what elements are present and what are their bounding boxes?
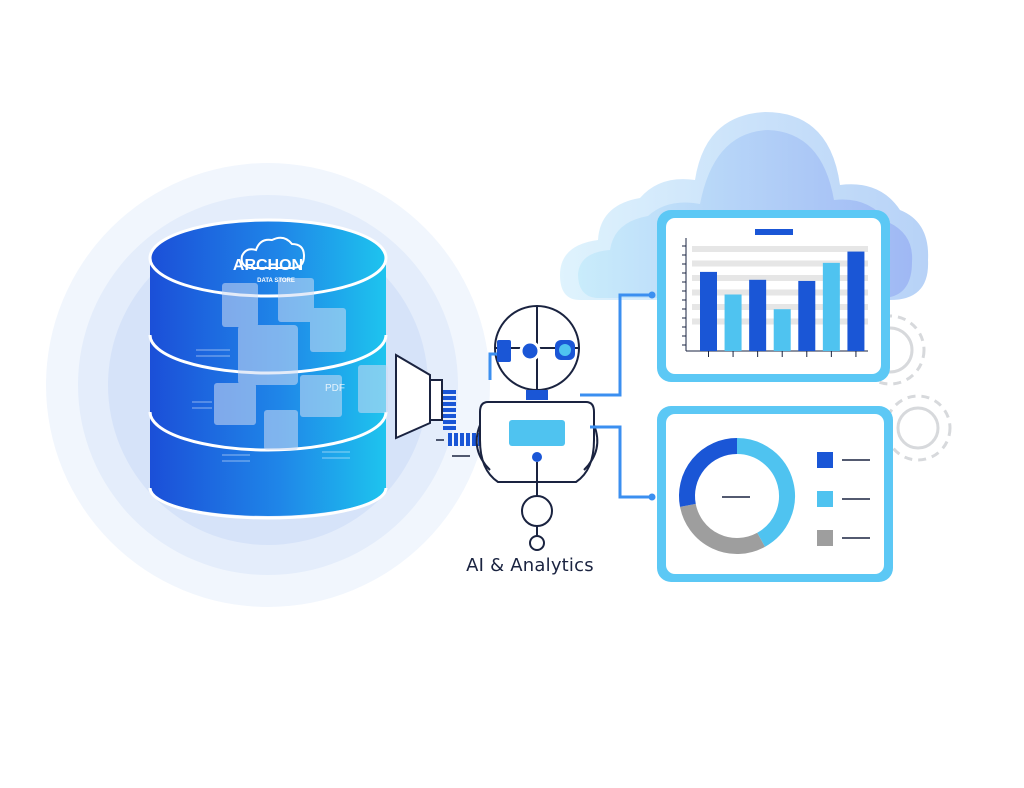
bar <box>822 262 840 351</box>
gridline <box>692 304 868 310</box>
bar-chart-title-bar <box>755 229 793 235</box>
bar <box>724 294 742 351</box>
vacuum-hose <box>395 353 488 457</box>
legend-swatch <box>817 452 833 468</box>
donut-chart-panel <box>657 406 893 582</box>
donut-slice <box>679 438 738 507</box>
bar <box>700 271 717 351</box>
bar-chart-panel <box>657 210 890 382</box>
donut-chart-slices <box>679 438 795 554</box>
document-icons <box>214 278 388 450</box>
donut-slice <box>680 503 765 554</box>
donut-slice <box>736 438 795 547</box>
connector-lines <box>488 291 656 501</box>
bar <box>773 309 791 351</box>
database-cylinder: ARCHON DATA STORE PDF <box>148 218 388 520</box>
bar-chart-bars <box>700 251 865 351</box>
bar <box>847 251 865 351</box>
legend-swatch <box>817 530 833 546</box>
robot-caption: AI & Analytics <box>466 555 594 576</box>
archon-logo-text: ARCHON <box>233 257 303 274</box>
donut-legend <box>817 452 870 546</box>
gridline <box>692 246 868 252</box>
bar <box>798 280 816 351</box>
legend-swatch <box>817 491 833 507</box>
archon-logo-icon <box>240 236 306 269</box>
gridline <box>692 275 868 281</box>
gridline <box>692 260 868 267</box>
robot-figure <box>475 305 599 551</box>
gridline <box>692 289 868 296</box>
pdf-label: PDF <box>325 383 345 394</box>
archon-logo-subtext: DATA STORE <box>257 278 295 284</box>
bar <box>749 279 767 351</box>
